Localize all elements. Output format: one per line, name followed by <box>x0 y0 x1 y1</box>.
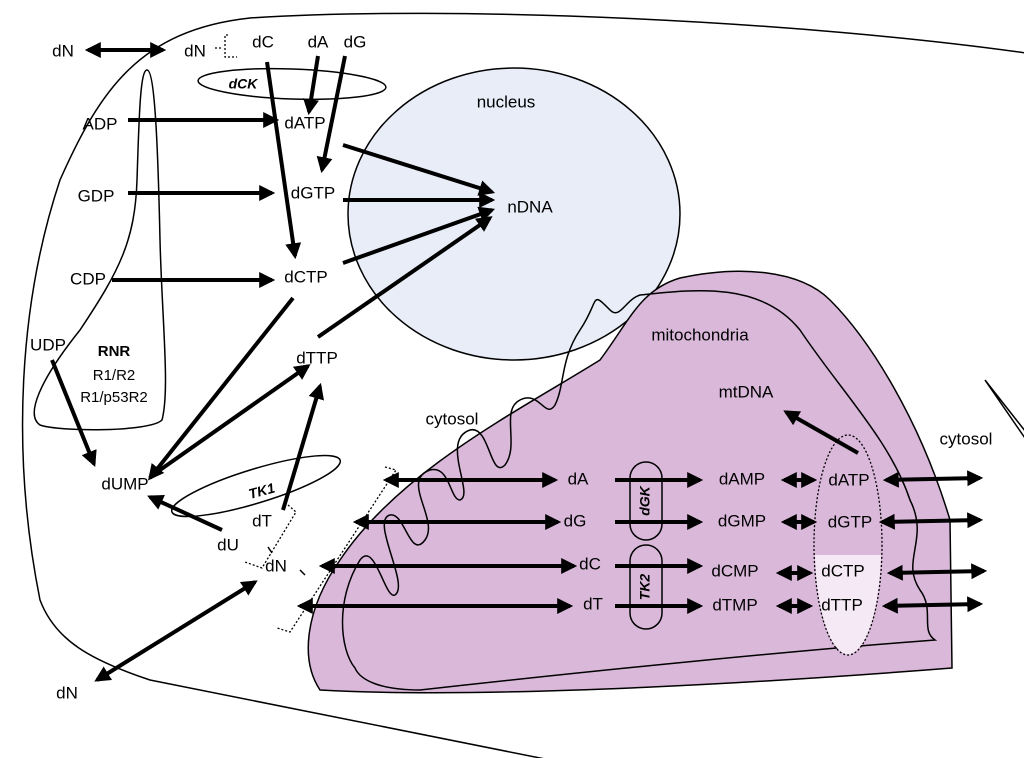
label-dttp: dTTP <box>296 348 338 367</box>
label-dgtp: dGTP <box>291 183 335 202</box>
mito-nucleoside: dA <box>568 469 589 488</box>
cytoplasm-arrows <box>50 42 859 682</box>
dn-bracket-top <box>215 34 237 58</box>
label-dn-mid: dN <box>265 556 287 575</box>
mito-monophosphate: dCMP <box>711 561 758 580</box>
mito-triphosphate: dCTP <box>821 561 864 580</box>
label-dump: dUMP <box>101 474 148 493</box>
mito-triphosphate: dGTP <box>828 512 872 531</box>
mito-triphosphate: dATP <box>828 470 869 489</box>
label-dg: dG <box>344 32 367 51</box>
mito-monophosphate: dGMP <box>718 511 766 530</box>
mito-row-da: dA dAMP dATP <box>568 469 870 489</box>
label-da: dA <box>308 32 329 51</box>
label-nucleus: nucleus <box>477 92 536 111</box>
label-dc: dC <box>252 32 274 51</box>
label-udp: UDP <box>30 335 66 354</box>
mito-row-dc: dC dCMP dCTP <box>579 554 865 580</box>
label-dck: dCK <box>229 76 259 92</box>
mito-nucleoside: dC <box>579 554 601 573</box>
label-cytosol-right: cytosol <box>940 429 993 448</box>
label-dn-outside-bottom: dN <box>56 683 78 702</box>
cell-membrane <box>21 12 1024 758</box>
label-ndna: nDNA <box>507 197 553 216</box>
label-cdp: CDP <box>70 269 106 288</box>
label-dgk: dGK <box>637 485 653 515</box>
mito-triphosphate: dTTP <box>821 595 863 614</box>
label-r1p53r2: R1/p53R2 <box>80 389 148 406</box>
mito-nucleoside: dG <box>564 511 587 530</box>
label-du: dU <box>217 535 239 554</box>
label-dt: dT <box>252 511 272 530</box>
dck-enzyme <box>197 67 387 101</box>
dn-bracket-right <box>276 466 398 633</box>
label-mtdna: mtDNA <box>719 382 774 401</box>
label-dn-top: dN <box>184 41 206 60</box>
pool-light-region <box>815 555 881 655</box>
mitochondria-arrows <box>296 470 988 614</box>
mito-nucleoside: dT <box>583 594 603 613</box>
label-dctp: dCTP <box>284 267 327 286</box>
label-cytosol-left: cytosol <box>426 409 479 428</box>
mito-monophosphate: dAMP <box>719 469 765 488</box>
label-datp: dATP <box>284 113 325 132</box>
rnr-region <box>33 69 167 431</box>
label-tk2: TK2 <box>637 574 653 601</box>
label-r1r2: R1/R2 <box>93 367 136 384</box>
label-tk1: TK1 <box>247 480 277 502</box>
nucleus <box>347 67 681 361</box>
mito-dntp-pool <box>813 434 883 656</box>
dn-bracket-mid <box>244 504 297 569</box>
tk1-enzyme <box>170 454 342 518</box>
mito-monophosphate: dTMP <box>712 595 757 614</box>
label-gdp: GDP <box>78 186 115 205</box>
mito-row-dt: dT dTMP dTTP <box>583 594 863 614</box>
label-adp: ADP <box>83 114 118 133</box>
label-rnr: RNR <box>98 343 131 360</box>
label-mitochondria: mitochondria <box>651 325 749 344</box>
bracket-tick <box>267 546 306 576</box>
dgk-enzyme <box>629 461 663 541</box>
label-dn-outside-top: dN <box>52 41 74 60</box>
mito-row-dg: dG dGMP dGTP <box>564 511 873 531</box>
tk2-enzyme <box>629 544 663 630</box>
